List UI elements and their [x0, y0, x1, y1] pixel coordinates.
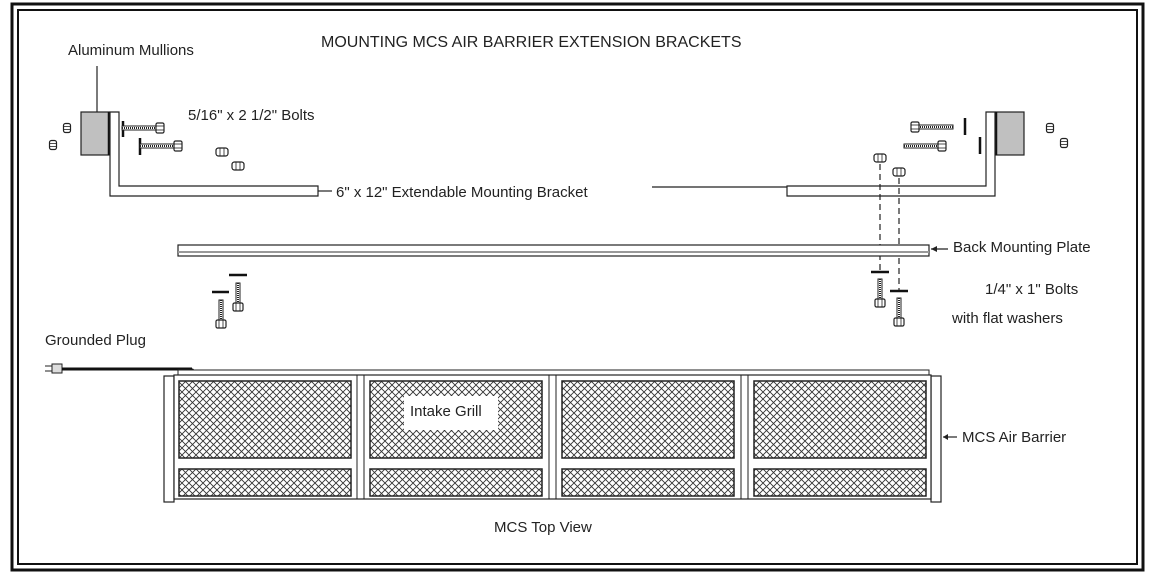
- short-bolts: [212, 270, 908, 329]
- diagram-title: MOUNTING MCS AIR BARRIER EXTENSION BRACK…: [321, 34, 742, 51]
- grounded-plug: [45, 363, 196, 374]
- label-aluminum-mullions: Aluminum Mullions: [68, 42, 194, 59]
- back-mounting-plate: [177, 244, 948, 257]
- label-back-mounting-plate: Back Mounting Plate: [953, 239, 1091, 256]
- label-mcs-air-barrier: MCS Air Barrier: [962, 429, 1067, 446]
- mcs-air-barrier-unit: [163, 369, 957, 503]
- left-mullion-assembly: [48, 66, 332, 197]
- right-mullion-assembly: [652, 111, 1069, 292]
- label-short-bolts: 1/4" x 1" Bolts: [985, 281, 1079, 298]
- label-bracket: 6" x 12" Extendable Mounting Bracket: [336, 184, 588, 201]
- double-border: [10, 2, 1145, 572]
- label-grounded-plug: Grounded Plug: [45, 332, 146, 349]
- label-flat-washers: with flat washers: [952, 310, 1063, 327]
- label-long-bolts: 5/16" x 2 1/2" Bolts: [188, 107, 315, 124]
- label-mcs-top-view: MCS Top View: [494, 519, 592, 536]
- label-intake-grill: Intake Grill: [410, 403, 482, 420]
